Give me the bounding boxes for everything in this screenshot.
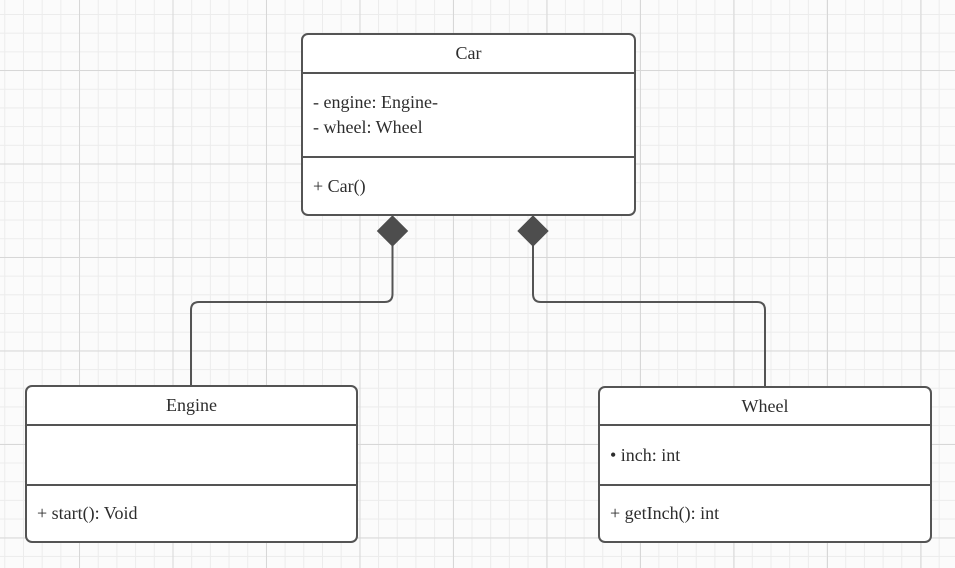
class-title: Engine (27, 387, 356, 426)
composition-diamond-icon (376, 215, 409, 247)
attribute-line: • inch: int (610, 444, 681, 465)
connector-line (532, 244, 766, 386)
class-title: Car (303, 35, 634, 74)
class-attributes: • inch: int (600, 426, 930, 486)
class-methods: + start(): Void (27, 486, 356, 541)
method-line: + start(): Void (37, 503, 138, 523)
method-line: + getInch(): int (610, 503, 720, 523)
class-box-engine[interactable]: Engine + start(): Void (25, 385, 358, 543)
composition-connector-car-engine[interactable] (190, 215, 409, 385)
attribute-line: - wheel: Wheel (313, 117, 423, 137)
class-attributes: - engine: Engine- - wheel: Wheel (303, 74, 634, 158)
class-methods: + Car() (303, 158, 634, 214)
class-attributes (27, 426, 356, 486)
class-box-car[interactable]: Car - engine: Engine- - wheel: Wheel + C… (301, 33, 636, 216)
class-title: Wheel (600, 388, 930, 426)
class-methods: + getInch(): int (600, 486, 930, 541)
class-box-wheel[interactable]: Wheel • inch: int + getInch(): int (598, 386, 932, 543)
composition-connector-car-wheel[interactable] (517, 215, 766, 386)
attribute-line: - engine: Engine- (313, 92, 438, 112)
composition-diamond-icon (517, 215, 549, 247)
method-line: + Car() (313, 175, 366, 196)
connector-line (190, 244, 394, 385)
